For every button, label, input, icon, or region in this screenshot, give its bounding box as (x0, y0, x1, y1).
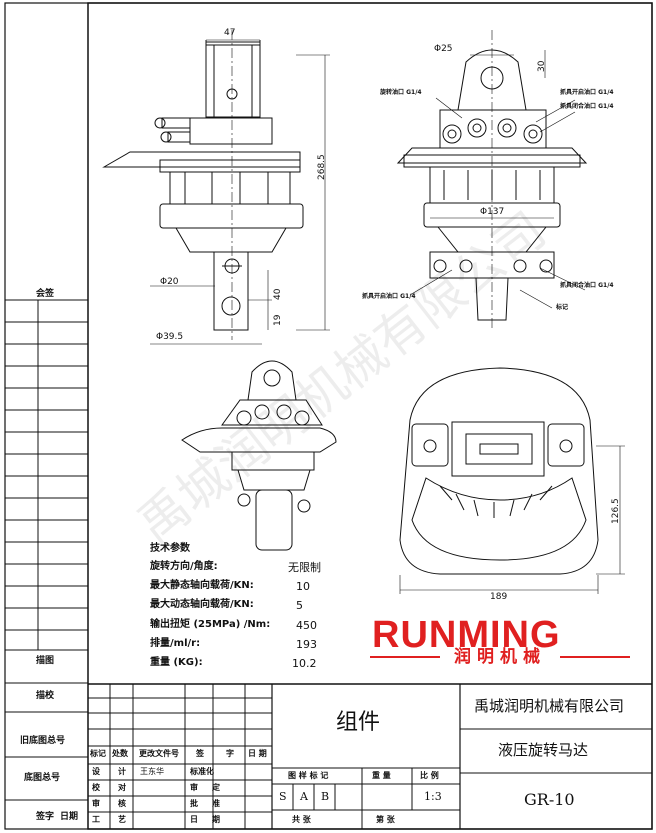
rev-header: 更改文件号 (139, 749, 179, 758)
label-jiudituhao: 旧底图总号 (20, 736, 66, 746)
role-right: 对 (118, 783, 126, 792)
product-name: 液压旋转马达 (498, 741, 589, 759)
sheet-number: 第 张 (376, 815, 395, 824)
role-left2: 日 (190, 815, 198, 824)
dim-phi137: Φ137 (480, 207, 505, 217)
rev-header: 处数 (112, 749, 128, 758)
port-open: 抓具开启油口 G1/4 (560, 89, 614, 96)
total-sheets: 共 张 (292, 815, 311, 824)
role-right: 艺 (118, 815, 126, 824)
tech-label: 排量/ml/r: (150, 638, 201, 649)
drawing-code: GR-10 (524, 790, 575, 809)
dim-189: 189 (490, 592, 508, 602)
scale-value: 1:3 (424, 790, 442, 803)
weight-label: 重 量 (372, 771, 391, 780)
dim-19: 19 (273, 314, 283, 326)
role-name: 王东华 (140, 767, 164, 776)
role-left: 工 (92, 815, 100, 824)
tech-label: 旋转方向/角度: (150, 561, 218, 572)
dim-phi25: Φ25 (434, 44, 453, 54)
dim-126-5: 126.5 (611, 498, 621, 524)
part-name: 组件 (336, 710, 381, 735)
port-close-bottom: 抓具闭合油口 G1/4 (560, 282, 614, 289)
label-miaotu: 描图 (36, 656, 55, 666)
role-right2: 期 (212, 815, 220, 824)
label-dituzonghao: 底图总号 (24, 773, 61, 783)
logo-bar-right (560, 656, 630, 658)
tech-label: 输出扭矩 (25MPa) /Nm: (150, 619, 271, 630)
label-riqi: 日期 (60, 812, 79, 822)
tech-value: 无限制 (288, 561, 321, 574)
company-name: 禹城润明机械有限公司 (474, 697, 625, 715)
tech-label: 最大动态轴向载荷/KN: (150, 599, 254, 610)
stage-s: S (279, 790, 287, 803)
dim-47: 47 (224, 28, 236, 38)
tech-value: 193 (296, 638, 317, 651)
role-right: 核 (118, 799, 126, 808)
role-left2: 批 (190, 799, 198, 808)
dim-30: 30 (537, 60, 547, 72)
scale-label: 比 例 (420, 771, 439, 780)
rev-header: 标记 (90, 749, 106, 758)
dim-40: 40 (273, 288, 283, 300)
label-miaojiao: 描校 (36, 691, 55, 701)
role-left2: 审 (190, 783, 198, 792)
rev-header: 字 (226, 749, 234, 758)
port-mark: 标记 (556, 304, 569, 311)
role-left: 审 (92, 799, 100, 808)
role-left: 校 (92, 783, 100, 792)
rev-header: 签 (196, 749, 204, 758)
tech-value: 10.2 (292, 657, 317, 670)
role-right2: 定 (212, 783, 220, 792)
label-huiqian: 会签 (36, 289, 55, 299)
tech-label: 最大静态轴向载荷/KN: (150, 580, 254, 591)
role-right: 计 (118, 767, 126, 776)
stage-b: B (321, 790, 330, 803)
stage-label: 图 样 标 记 (288, 771, 329, 780)
tech-value: 10 (296, 580, 310, 593)
logo-latin: RUNMING (372, 614, 561, 656)
port-open-bottom: 抓具开启油口 G1/4 (362, 293, 416, 300)
port-rotation: 旋转油口 G1/4 (380, 89, 422, 96)
dim-268-5: 268.5 (317, 154, 327, 180)
rev-header: 日 期 (248, 749, 267, 758)
role-right2: 准 (212, 799, 220, 808)
logo-bar-left (370, 656, 440, 658)
tech-title: 技术参数 (150, 543, 190, 554)
tech-label: 重量 (KG): (150, 657, 203, 668)
port-close: 抓具闭合油口 G1/4 (560, 103, 614, 110)
stage-a: A (300, 790, 308, 803)
dim-phi20: Φ20 (160, 277, 179, 287)
role-left: 设 (92, 767, 100, 776)
tech-value: 450 (296, 619, 317, 632)
label-qianzi: 签字 (36, 812, 55, 822)
dim-phi39-5: Φ39.5 (156, 332, 184, 342)
role-left2: 标准化 (190, 767, 214, 776)
tech-value: 5 (296, 599, 303, 612)
logo-cn: 润明机械 (454, 647, 546, 666)
